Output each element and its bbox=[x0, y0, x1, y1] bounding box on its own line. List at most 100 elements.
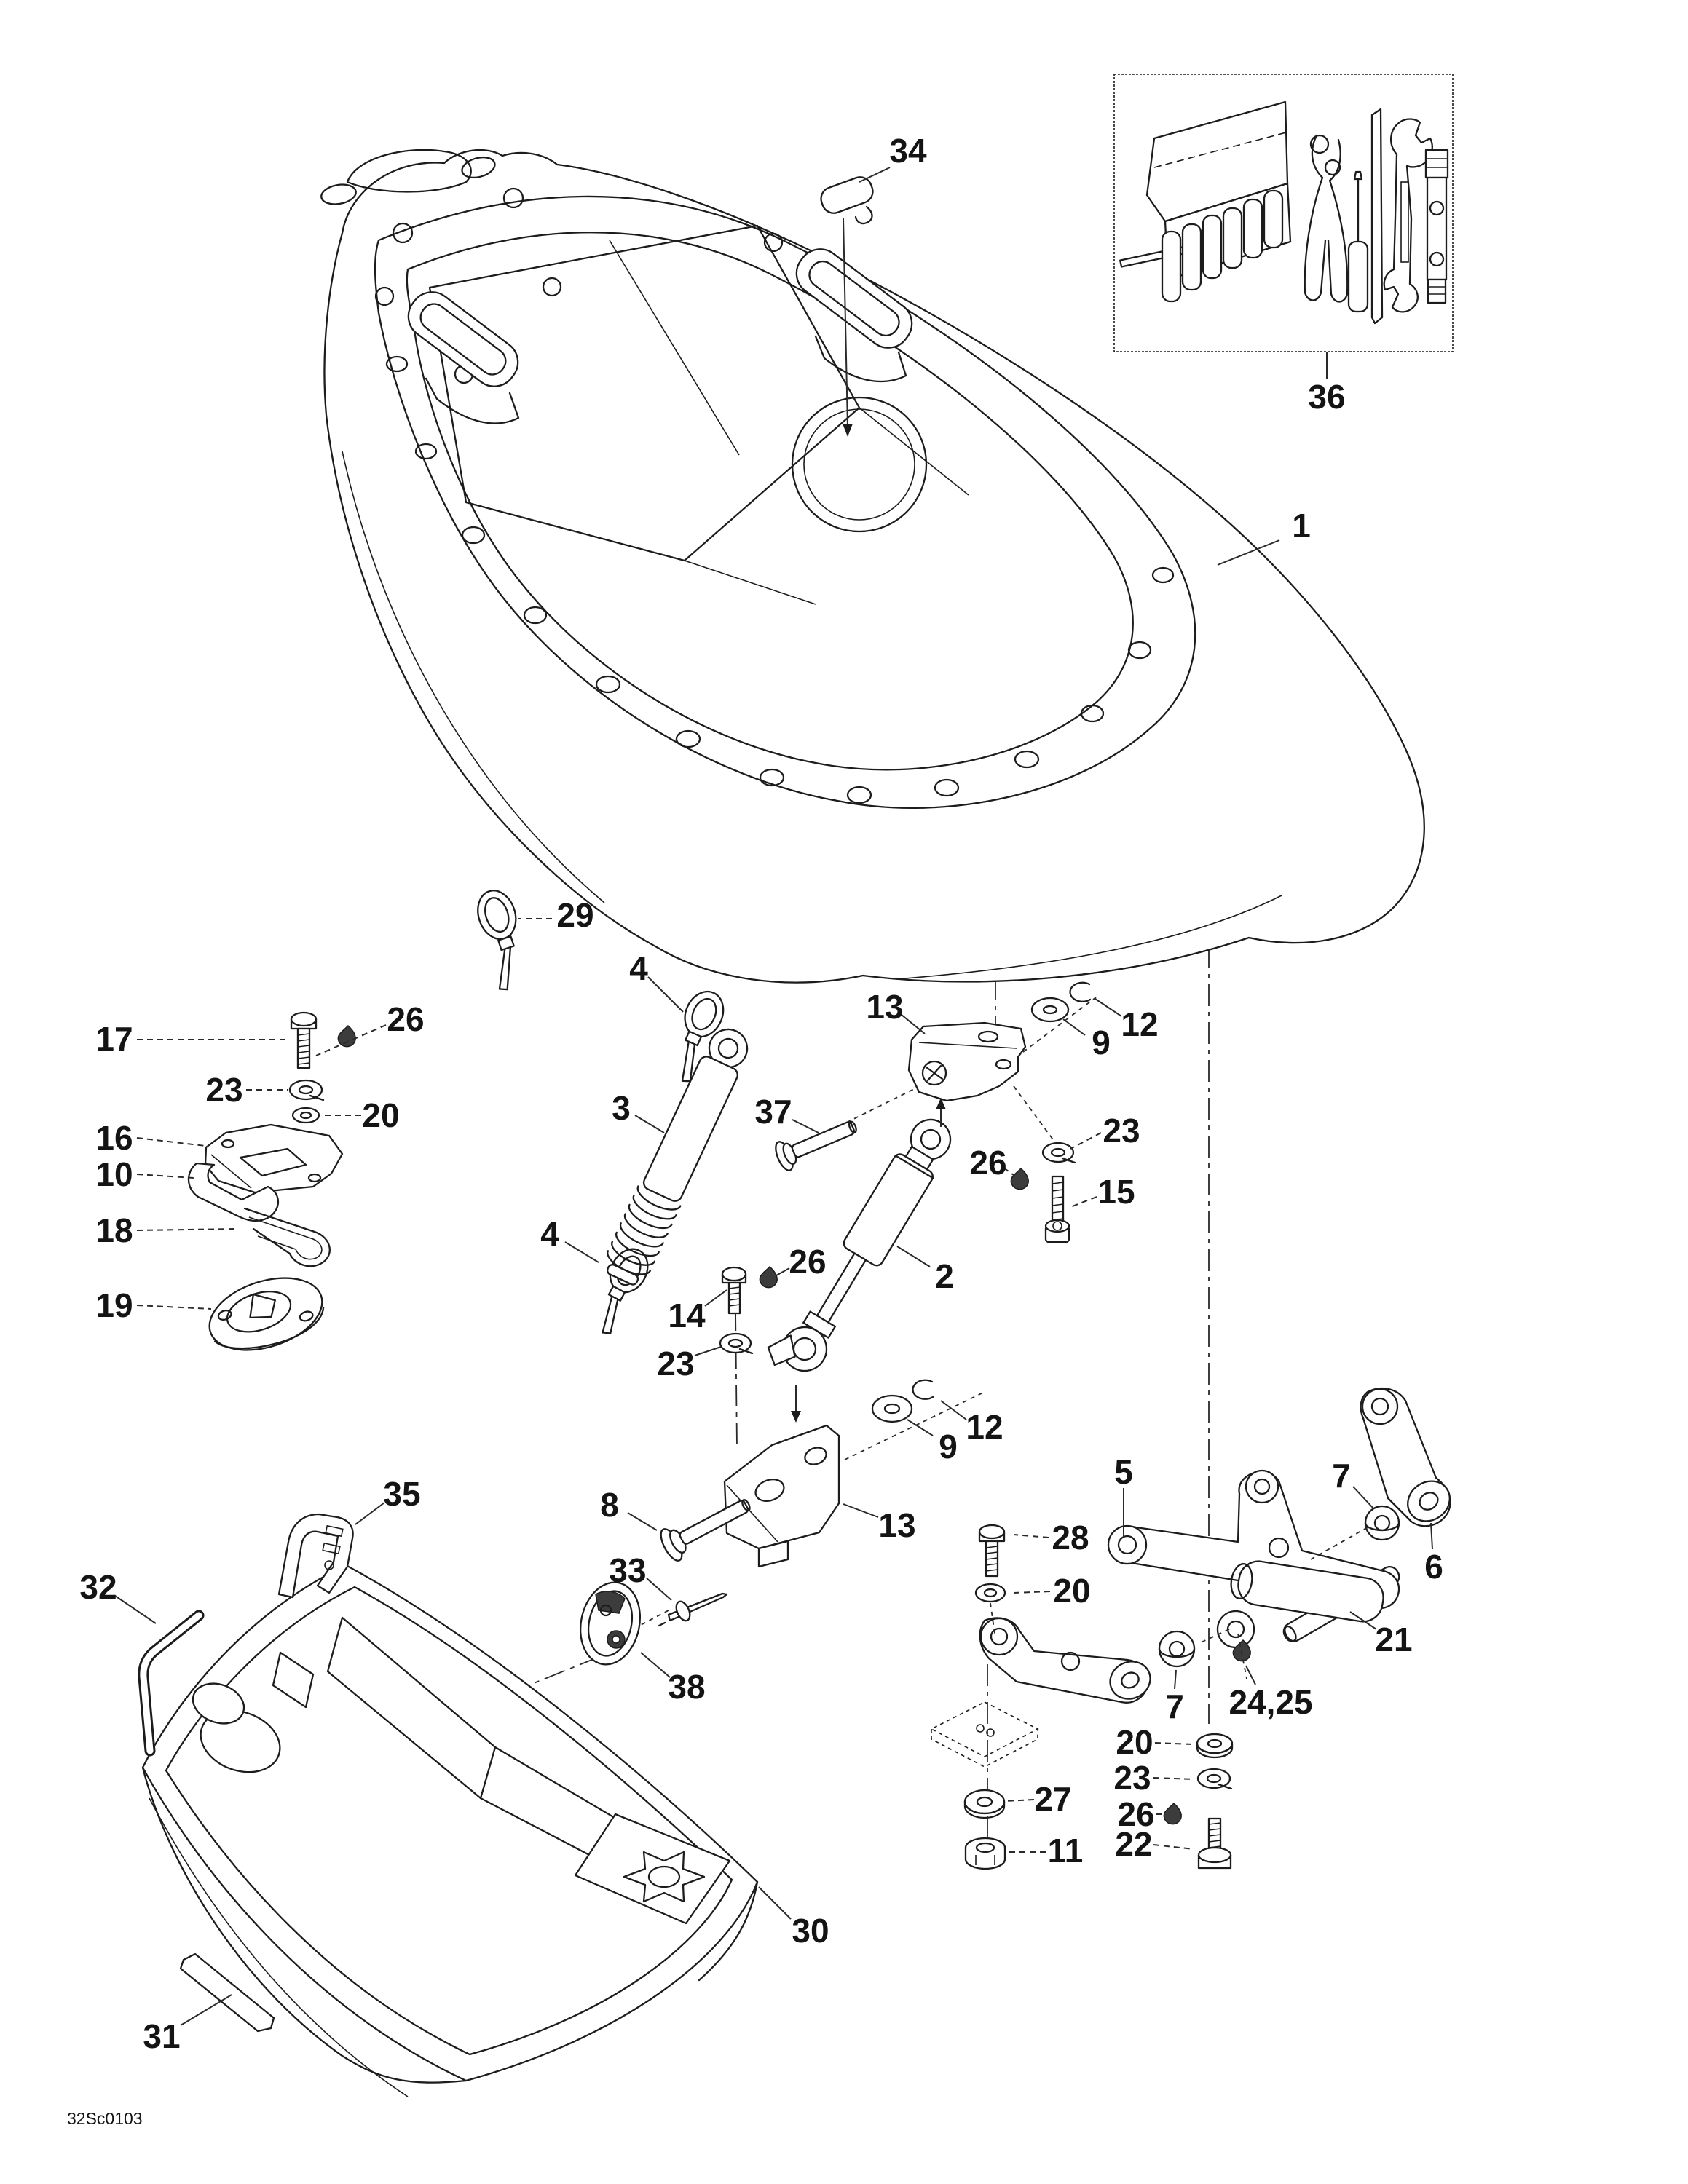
callout-19: 19 bbox=[95, 1286, 133, 1324]
arm-6-upper bbox=[1360, 1387, 1451, 1527]
callout-34: 34 bbox=[889, 132, 927, 170]
callout-8: 8 bbox=[600, 1486, 619, 1524]
gas-spring-3 bbox=[606, 1028, 749, 1286]
hood-vent-hole-right bbox=[461, 156, 496, 179]
tie-wrap-29 bbox=[477, 890, 517, 991]
hood-body bbox=[320, 149, 1425, 984]
pin-33 bbox=[658, 1592, 728, 1627]
callout-26m: 26 bbox=[789, 1243, 826, 1281]
callout-31: 31 bbox=[143, 2017, 180, 2055]
lever-5-assembly bbox=[1107, 1469, 1400, 1649]
callout-20l: 20 bbox=[362, 1096, 399, 1134]
tie-wrap-4-lower bbox=[602, 1248, 649, 1334]
hairpin-18 bbox=[243, 1207, 331, 1267]
callout-4a: 4 bbox=[629, 949, 648, 987]
callout-15: 15 bbox=[1097, 1173, 1135, 1211]
callout-38: 38 bbox=[668, 1668, 705, 1706]
callout-35: 35 bbox=[383, 1475, 420, 1513]
callout-36: 36 bbox=[1308, 378, 1345, 416]
latch-plate-16 bbox=[204, 1123, 344, 1194]
callout-23ur: 23 bbox=[1103, 1112, 1140, 1150]
latch-hook-10 bbox=[187, 1162, 280, 1222]
callout-3: 3 bbox=[612, 1089, 631, 1127]
callout-23b: 23 bbox=[1113, 1759, 1151, 1797]
bushing-7-lower bbox=[1158, 1630, 1196, 1668]
callout-5: 5 bbox=[1114, 1453, 1133, 1491]
callout-11: 11 bbox=[1048, 1832, 1084, 1870]
callout-12u: 12 bbox=[1121, 1005, 1158, 1043]
bracket-13-upper bbox=[907, 1021, 1027, 1102]
c-clip-12-upper bbox=[1069, 981, 1092, 1002]
tool-pouch bbox=[1119, 100, 1292, 303]
socket-bolt-15 bbox=[1044, 1175, 1070, 1243]
callout-24-25: 24,25 bbox=[1228, 1683, 1312, 1721]
hood-side-crease bbox=[895, 895, 1282, 980]
callout-21: 21 bbox=[1375, 1621, 1412, 1658]
lockwasher-23-upper-right bbox=[1041, 1142, 1076, 1164]
callout-33: 33 bbox=[609, 1551, 646, 1589]
callout-7l: 7 bbox=[1165, 1688, 1184, 1725]
hood-handle-slot-right bbox=[795, 248, 913, 383]
callout-14: 14 bbox=[668, 1297, 706, 1334]
callout-13u: 13 bbox=[866, 988, 903, 1026]
callout-27: 27 bbox=[1034, 1780, 1071, 1818]
washer-20-lever bbox=[974, 1583, 1006, 1603]
bracket-13-lower bbox=[723, 1424, 840, 1568]
arm-6-lower bbox=[979, 1617, 1151, 1704]
pliers bbox=[1304, 134, 1349, 303]
callout-29: 29 bbox=[556, 896, 593, 934]
bolt-28 bbox=[978, 1524, 1006, 1578]
tool-kit-box bbox=[1113, 74, 1454, 352]
wellnut-26-stack bbox=[1163, 1802, 1182, 1825]
leader-lines bbox=[114, 167, 1433, 2026]
bolt-14 bbox=[721, 1266, 747, 1315]
callout-28: 28 bbox=[1052, 1519, 1089, 1556]
lockwasher-23-stack bbox=[1196, 1768, 1233, 1790]
strip-31 bbox=[179, 1952, 275, 2033]
hood-rim-holes bbox=[385, 355, 1175, 804]
washer-9-upper bbox=[1030, 997, 1070, 1023]
callout-26l: 26 bbox=[387, 1000, 424, 1038]
clamp-35 bbox=[277, 1513, 354, 1599]
hood-vent-hole-left bbox=[320, 183, 357, 205]
shock-absorber-2 bbox=[767, 1118, 952, 1372]
callout-16: 16 bbox=[95, 1119, 133, 1157]
bushing-7-upper bbox=[1364, 1505, 1400, 1541]
bin-lower-shell bbox=[141, 1766, 468, 2084]
hose-32 bbox=[138, 1610, 205, 1757]
hex-nut-11 bbox=[964, 1837, 1006, 1870]
socket-set bbox=[1161, 189, 1284, 303]
hood-filler-opening bbox=[791, 396, 928, 533]
callout-labels: 1 34 36 29 4 3 37 13 9 12 23 26 15 2 17 … bbox=[79, 132, 1443, 2055]
hood-handle-slot-left bbox=[407, 291, 520, 424]
callout-23m: 23 bbox=[657, 1345, 694, 1382]
clip-34 bbox=[820, 176, 874, 437]
callout-32: 32 bbox=[79, 1568, 117, 1606]
lockwasher-23-mid bbox=[719, 1332, 754, 1355]
hex-bolt-22 bbox=[1197, 1817, 1232, 1870]
callout-13l: 13 bbox=[878, 1506, 915, 1544]
washer-20-left bbox=[291, 1107, 320, 1124]
bolt-17 bbox=[290, 1011, 318, 1069]
hood-inner-panel bbox=[428, 224, 861, 562]
callout-9l: 9 bbox=[939, 1428, 958, 1465]
callout-17: 17 bbox=[95, 1020, 133, 1058]
spark-plug-tool bbox=[1424, 149, 1449, 304]
shoulder-bolt-8 bbox=[660, 1499, 751, 1562]
callout-10: 10 bbox=[95, 1155, 133, 1193]
wellnut-26-left bbox=[337, 1024, 356, 1048]
callout-23l: 23 bbox=[205, 1071, 242, 1109]
callout-26ur: 26 bbox=[969, 1144, 1006, 1182]
latch-base-19 bbox=[208, 1277, 325, 1351]
callout-9u: 9 bbox=[1092, 1024, 1111, 1061]
callout-6: 6 bbox=[1424, 1548, 1443, 1586]
callout-20a: 20 bbox=[1053, 1572, 1090, 1610]
hood-rim bbox=[374, 195, 1196, 809]
washer-27 bbox=[963, 1789, 1006, 1819]
callout-2: 2 bbox=[935, 1257, 954, 1295]
callout-20b: 20 bbox=[1116, 1723, 1153, 1761]
callout-4b: 4 bbox=[540, 1215, 559, 1253]
screwdriver bbox=[1347, 170, 1369, 313]
pry-rod bbox=[1370, 108, 1384, 325]
